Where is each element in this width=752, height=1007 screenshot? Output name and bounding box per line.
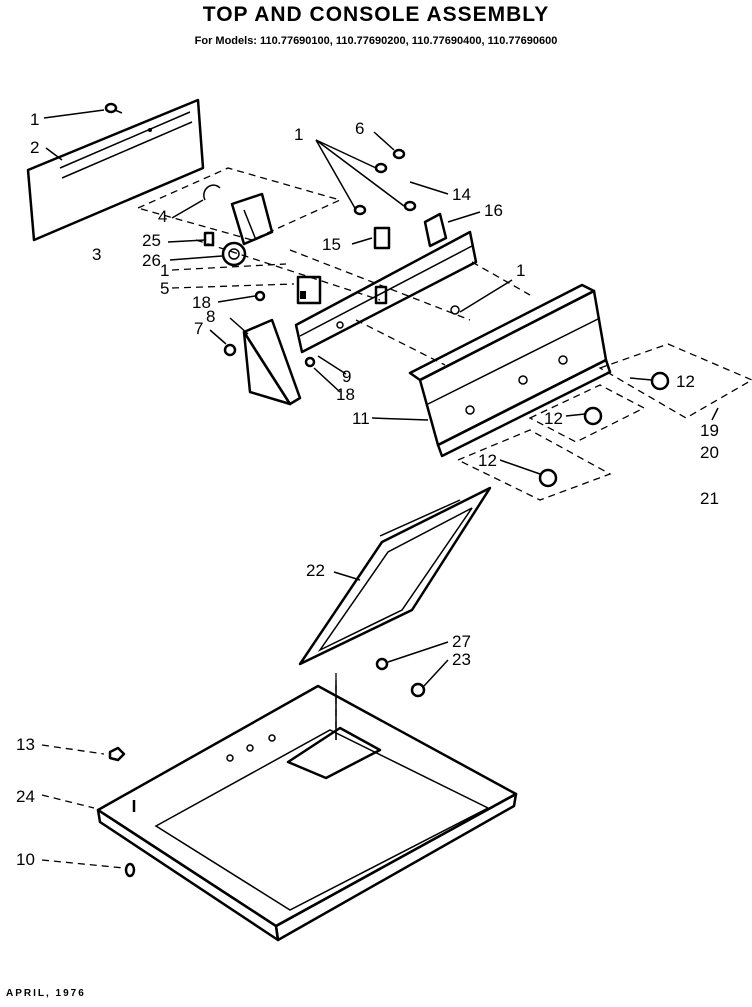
leader-1c-a xyxy=(315,139,357,211)
leader-4 xyxy=(171,199,204,219)
part-back-panel xyxy=(26,98,205,242)
knob-box-19 xyxy=(598,343,752,419)
leader-12a xyxy=(629,377,653,381)
timer-outline xyxy=(136,167,342,241)
callout-26: 26 xyxy=(142,251,161,270)
leader-22 xyxy=(333,571,361,581)
leader-1a xyxy=(43,109,105,119)
callout-20: 20 xyxy=(700,443,719,462)
callout-6: 6 xyxy=(355,119,364,138)
leader-18b xyxy=(313,367,341,393)
part-bracket-8 xyxy=(242,318,302,406)
part-screw-10 xyxy=(124,862,136,878)
part-timer xyxy=(203,184,274,267)
leader-6 xyxy=(373,131,395,151)
part-screw-18 xyxy=(254,290,316,368)
callout-5: 5 xyxy=(160,279,169,298)
part-screw-27 xyxy=(375,657,389,671)
leader-16 xyxy=(447,211,481,223)
leader-27 xyxy=(387,641,449,663)
part-screw-7 xyxy=(223,343,237,357)
leader-24 xyxy=(41,794,95,809)
callout-1: 1 xyxy=(294,125,303,144)
callout-14: 14 xyxy=(452,185,471,204)
callout-12: 12 xyxy=(676,372,695,391)
callout-27: 27 xyxy=(452,632,471,651)
callout-18: 18 xyxy=(192,293,211,312)
callout-3: 3 xyxy=(92,245,101,264)
leader-1d xyxy=(459,279,513,313)
guide-line xyxy=(195,239,381,301)
callout-22: 22 xyxy=(306,561,325,580)
callout-13: 13 xyxy=(16,735,35,754)
callout-1: 1 xyxy=(30,110,39,129)
callout-1: 1 xyxy=(160,261,169,280)
callout-12: 12 xyxy=(478,451,497,470)
callout-7: 7 xyxy=(194,319,203,338)
leader-26 xyxy=(169,255,223,261)
leader-12c xyxy=(499,459,541,475)
leader-5 xyxy=(171,283,295,289)
leader-7 xyxy=(209,329,227,345)
leader-23 xyxy=(423,659,449,687)
callout-18: 18 xyxy=(336,385,355,404)
part-lint-screen-22 xyxy=(298,486,492,666)
callout-24: 24 xyxy=(16,787,35,806)
footer-date: APRIL, 1976 xyxy=(6,988,86,999)
part-screw-23 xyxy=(410,682,426,698)
leader-1c-b xyxy=(315,139,377,169)
callout-10: 10 xyxy=(16,850,35,869)
part-screws-14 xyxy=(353,148,417,216)
leader-18a xyxy=(217,295,256,303)
leader-12b xyxy=(565,413,586,417)
callout-15: 15 xyxy=(322,235,341,254)
leader-10 xyxy=(41,859,125,869)
part-switch-5 xyxy=(296,275,322,305)
model-numbers: For Models: 110.77690100, 110.77690200, … xyxy=(194,35,558,47)
leader-2 xyxy=(45,147,63,161)
callout-12: 12 xyxy=(544,409,563,428)
diagram-title: TOP AND CONSOLE ASSEMBLY xyxy=(202,3,550,26)
leader-8 xyxy=(229,317,249,335)
knobs-12 xyxy=(538,371,670,488)
callout-16: 16 xyxy=(484,201,503,220)
leader-15 xyxy=(351,237,373,245)
callout-11: 11 xyxy=(352,409,370,428)
leader-14 xyxy=(409,181,449,195)
part-console-11 xyxy=(408,283,612,458)
callout-4: 4 xyxy=(158,207,167,226)
leader-25 xyxy=(167,239,206,243)
callout-23: 23 xyxy=(452,650,471,669)
knob-box-mid xyxy=(528,384,646,443)
guide-line xyxy=(289,249,471,321)
leader-13 xyxy=(41,744,105,755)
callout-21: 21 xyxy=(700,489,719,508)
callout-2: 2 xyxy=(30,138,39,157)
part-top-24 xyxy=(96,680,518,942)
leader-9 xyxy=(317,355,347,375)
part-switch-15 xyxy=(373,226,391,250)
leader-19 xyxy=(711,407,719,421)
part-console-bracket xyxy=(294,230,478,354)
callout-19: 19 xyxy=(700,421,719,440)
knob-box-low xyxy=(456,429,612,501)
leader-1c-c xyxy=(315,139,405,207)
callout-1: 1 xyxy=(516,261,525,280)
guide-line xyxy=(355,319,446,366)
part-switch-16 xyxy=(423,212,448,248)
callout-9: 9 xyxy=(342,367,351,386)
part-nut-13 xyxy=(108,746,126,762)
callout-25: 25 xyxy=(142,231,161,250)
part-screw-1-top xyxy=(104,102,123,114)
leader-11 xyxy=(371,417,429,421)
callout-8: 8 xyxy=(206,307,215,326)
